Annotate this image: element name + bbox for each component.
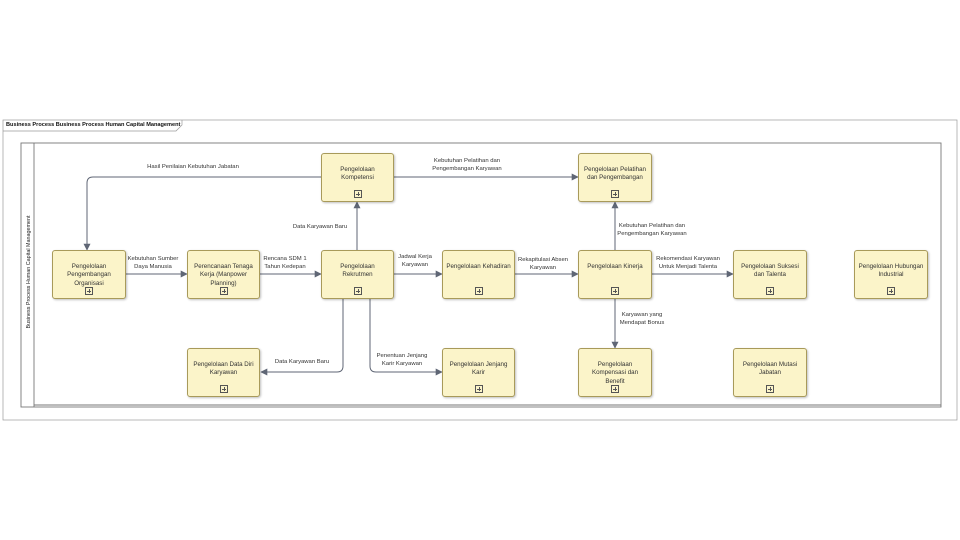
task-data-diri-karyawan[interactable]: Pengelolaan Data Diri Karyawan	[187, 348, 260, 397]
task-jenjang-karir[interactable]: Pengelolaan Jenjang Karir	[442, 348, 515, 397]
flow-label-hasil-penilaian: Hasil Penilaian Kebutuhan Jabatan	[147, 164, 239, 170]
task-label: Pengelolaan Kompensasi dan Benefit	[591, 361, 639, 385]
task-hubungan-industrial[interactable]: Pengelolaan Hubungan Industrial	[854, 250, 928, 299]
flow-label-karyawan-bonus: Karyawan yang Mendapat Bonus	[619, 312, 665, 326]
subprocess-plus-icon[interactable]	[611, 287, 619, 295]
flow-label-penentuan-jenjang: Penentuan Jenjang Karir Karyawan	[376, 353, 428, 367]
task-pengelolaan-pelatihan[interactable]: Pengelolaan Pelatihan dan Pengembangan	[578, 153, 652, 202]
flow-label-kebutuhan-sdm: Kebutuhan Sumber Daya Manusia	[127, 256, 179, 270]
subprocess-plus-icon[interactable]	[766, 287, 774, 295]
flow-label-jadwal-kerja: Jadwal Kerja Karyawan	[398, 254, 432, 268]
task-label: Pengelolaan Rekrutmen	[340, 263, 375, 279]
subprocess-plus-icon[interactable]	[611, 190, 619, 198]
frame-title: Business Process Business Process Human …	[6, 122, 181, 128]
task-perencanaan-tenaga-kerja[interactable]: Perencanaan Tenaga Kerja (Manpower Plann…	[187, 250, 260, 299]
subprocess-plus-icon[interactable]	[353, 287, 362, 295]
subprocess-plus-icon[interactable]	[887, 287, 895, 295]
flow-label-rekomendasi-talenta: Rekomendasi Karyawan Untuk Menjadi Talen…	[656, 256, 720, 270]
flow-label-rencana-sdm: Rencana SDM 1 Tahun Kedepan	[263, 256, 307, 270]
subprocess-plus-icon[interactable]	[85, 287, 93, 295]
subprocess-plus-icon[interactable]	[219, 287, 228, 295]
task-label: Pengelolaan Jenjang Karir	[449, 361, 508, 377]
task-label: Pengelolaan Mutasi Jabatan	[742, 361, 798, 377]
task-label: Pengelolaan Hubungan Industrial	[858, 263, 924, 279]
task-label: Pengelolaan Suksesi dan Talenta	[741, 263, 799, 279]
task-pengelolaan-kompetensi[interactable]: Pengelolaan Kompetensi	[321, 153, 394, 202]
task-label: Pengelolaan Kompetensi	[340, 166, 375, 182]
subprocess-plus-icon[interactable]	[611, 385, 619, 393]
task-pengelolaan-kehadiran[interactable]: Pengelolaan Kehadiran	[442, 250, 515, 299]
task-mutasi-jabatan[interactable]: Pengelolaan Mutasi Jabatan	[733, 348, 807, 397]
flow-data-karyawan-baru-2[interactable]	[260, 299, 344, 376]
subprocess-plus-icon[interactable]	[219, 385, 228, 393]
task-pengelolaan-rekrutmen[interactable]: Pengelolaan Rekrutmen	[321, 250, 394, 299]
subprocess-plus-icon[interactable]	[353, 190, 362, 198]
flow-label-rekapitulasi-absen: Rekapitulasi Absen Karyawan	[517, 257, 569, 271]
task-label: Pengelolaan Kehadiran	[446, 263, 511, 270]
subprocess-plus-icon[interactable]	[766, 385, 774, 393]
task-kompensasi-benefit[interactable]: Pengelolaan Kompensasi dan Benefit	[578, 348, 652, 397]
pool-label-text: Business Process Human Capital Managemen…	[26, 215, 32, 329]
task-pengelolaan-kinerja[interactable]: Pengelolaan Kinerja	[578, 250, 652, 299]
task-label: Pengelolaan Pengembangan Organisasi	[67, 263, 111, 287]
flow-label-kebutuhan-pelatihan-2: Kebutuhan Pelatihan dan Pengembangan Kar…	[617, 223, 687, 237]
flow-penentuan-jenjang[interactable]	[369, 299, 443, 376]
flow-label-data-karyawan-baru-2: Data Karyawan Baru	[274, 359, 330, 365]
task-label: Pengelolaan Kinerja	[587, 263, 643, 270]
subprocess-plus-icon[interactable]	[474, 287, 483, 295]
pool-boundary	[20, 142, 942, 408]
flow-hasil-penilaian[interactable]	[83, 176, 321, 251]
task-suksesi-talenta[interactable]: Pengelolaan Suksesi dan Talenta	[733, 250, 807, 299]
task-label: Perencanaan Tenaga Kerja (Manpower Plann…	[194, 263, 253, 287]
flow-label-data-karyawan-baru-1: Data Karyawan Baru	[292, 224, 348, 230]
task-pengembangan-organisasi[interactable]: Pengelolaan Pengembangan Organisasi	[52, 250, 126, 299]
frame-title-tab	[3, 120, 183, 132]
task-label: Pengelolaan Pelatihan dan Pengembangan	[584, 166, 646, 182]
subprocess-plus-icon[interactable]	[474, 385, 483, 393]
diagram-frame	[2, 119, 958, 421]
flow-label-kebutuhan-pelatihan-1: Kebutuhan Pelatihan dan Pengembangan Kar…	[432, 158, 502, 172]
task-label: Pengelolaan Data Diri Karyawan	[193, 361, 254, 377]
